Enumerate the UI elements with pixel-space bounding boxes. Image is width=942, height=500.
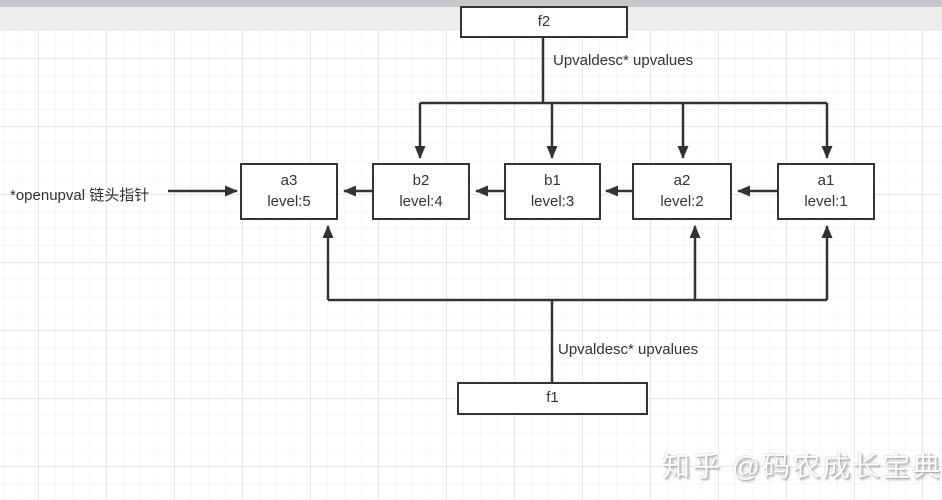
node-level: level:2 [660,192,704,210]
node-name: a1 [817,172,835,190]
f2-upvalues-label: Upvaldesc* upvalues [553,52,694,69]
node-name: a2 [673,172,691,190]
node-level: level:1 [804,192,848,210]
node-a2: a2 level:2 [632,163,732,220]
node-name: b1 [544,172,561,190]
node-f2-label: f2 [537,12,551,30]
zhihu-watermark: 知乎 @码农成长宝典 [662,451,942,482]
top-band-dark [0,0,942,7]
node-level: level:5 [267,192,311,210]
node-name: b2 [412,172,430,190]
f1-upvalues-label: Upvaldesc* upvalues [558,341,699,358]
node-name: a3 [280,172,298,190]
openupval-pointer-label: *openupval 链头指针 [10,187,150,204]
grid-background [0,31,942,500]
node-level: level:3 [530,192,575,210]
node-f2: f2 [460,6,628,38]
node-level: level:4 [399,192,443,210]
node-b1: b1 level:3 [504,163,601,220]
node-b2: b2 level:4 [372,163,470,220]
node-a1: a1 level:1 [777,163,875,220]
node-f1-label: f1 [546,389,559,407]
node-a3: a3 level:5 [240,163,338,220]
node-f1: f1 [457,382,648,415]
